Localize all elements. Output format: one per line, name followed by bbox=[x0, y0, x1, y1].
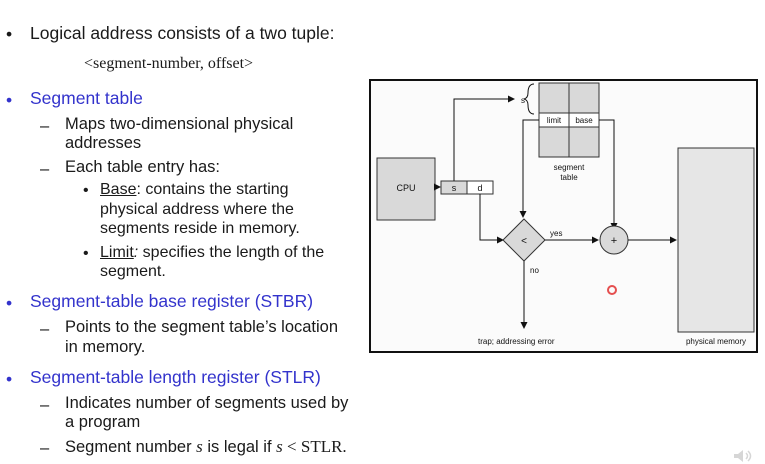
label-base: Base bbox=[100, 181, 137, 198]
var-s-2: s bbox=[276, 437, 283, 456]
text-base: Base: contains the starting bbox=[100, 181, 289, 199]
text-each-entry: Each table entry has: bbox=[65, 158, 221, 176]
bullet-text-logical-address: Logical address consists of a two tuple: bbox=[30, 23, 335, 43]
cpu-box bbox=[376, 157, 436, 221]
bullet-dot: • bbox=[83, 182, 89, 199]
text-segments-reside: segments reside in memory. bbox=[100, 220, 300, 237]
var-s: s bbox=[196, 437, 203, 456]
d-arrow bbox=[479, 194, 504, 244]
heading-stlr: Segment-table length register (STLR) bbox=[30, 367, 321, 387]
tuple-text: <segment-number, offset> bbox=[84, 55, 254, 72]
cpu-label: CPU bbox=[396, 183, 415, 193]
text-legal-pre: Segment number bbox=[65, 438, 197, 456]
bullet-dash: – bbox=[40, 439, 50, 457]
bullet-dot: • bbox=[6, 24, 13, 44]
base-label: base bbox=[575, 116, 593, 125]
text-in-memory: in memory. bbox=[65, 338, 146, 356]
text-legal-end: < STLR. bbox=[282, 437, 347, 456]
d-label: d bbox=[477, 183, 482, 193]
diagram-svg: CPU s d s limit base segment table bbox=[376, 82, 755, 346]
cursor-dot bbox=[607, 285, 617, 295]
segment-table-label-2: table bbox=[560, 173, 578, 182]
bullet-dot: • bbox=[6, 369, 13, 389]
bullet-dot: • bbox=[6, 293, 13, 313]
s-index-label: s bbox=[521, 96, 525, 105]
text-a-program: a program bbox=[65, 413, 141, 431]
base-arrow bbox=[599, 119, 618, 230]
bullet-dash: – bbox=[40, 117, 50, 135]
bullet-dash: – bbox=[40, 320, 50, 338]
heading-stbr: Segment-table base register (STBR) bbox=[30, 291, 314, 311]
text-limit-rest: specifies the length of the bbox=[138, 244, 325, 261]
no-label: no bbox=[530, 266, 539, 275]
text-segment-legal: Segment number s is legal if s < STLR. bbox=[65, 437, 347, 457]
bullet-dash: – bbox=[40, 160, 50, 178]
text-physical-address: physical address where the bbox=[100, 201, 294, 218]
s-brace bbox=[523, 83, 535, 115]
text-points-to: Points to the segment table’s location bbox=[65, 318, 339, 336]
bullet-dash: – bbox=[40, 396, 50, 414]
heading-segment-table: Segment table bbox=[30, 88, 143, 108]
trap-label: trap; addressing error bbox=[478, 337, 555, 346]
text-limit: Limit: specifies the length of the bbox=[100, 244, 324, 262]
text-base-rest: : contains the starting bbox=[136, 181, 289, 198]
text-legal-mid: is legal if bbox=[202, 438, 277, 456]
physical-memory-label: physical memory bbox=[686, 337, 746, 346]
yes-label: yes bbox=[550, 229, 562, 238]
physical-memory-box bbox=[677, 147, 755, 333]
bullet-dot: • bbox=[6, 90, 13, 110]
segment-table-label-1: segment bbox=[554, 163, 585, 172]
bullet-dot: • bbox=[83, 245, 89, 262]
text-segment: segment. bbox=[100, 263, 166, 280]
s-label: s bbox=[452, 183, 457, 193]
s-arrow bbox=[453, 95, 515, 181]
limit-arrow bbox=[519, 119, 539, 218]
compare-symbol: < bbox=[521, 236, 527, 247]
text-addresses: addresses bbox=[65, 134, 142, 152]
limit-label: limit bbox=[547, 116, 562, 125]
adder-symbol: + bbox=[611, 235, 617, 247]
text-indicates-number: Indicates number of segments used by bbox=[65, 394, 349, 412]
text-maps: Maps two-dimensional physical bbox=[65, 115, 294, 133]
label-limit: Limit bbox=[100, 244, 134, 261]
text-limit-colon: : bbox=[133, 244, 139, 261]
segmentation-hardware-diagram: CPU s d s limit base segment table bbox=[369, 79, 758, 353]
speaker-icon[interactable] bbox=[733, 449, 753, 463]
